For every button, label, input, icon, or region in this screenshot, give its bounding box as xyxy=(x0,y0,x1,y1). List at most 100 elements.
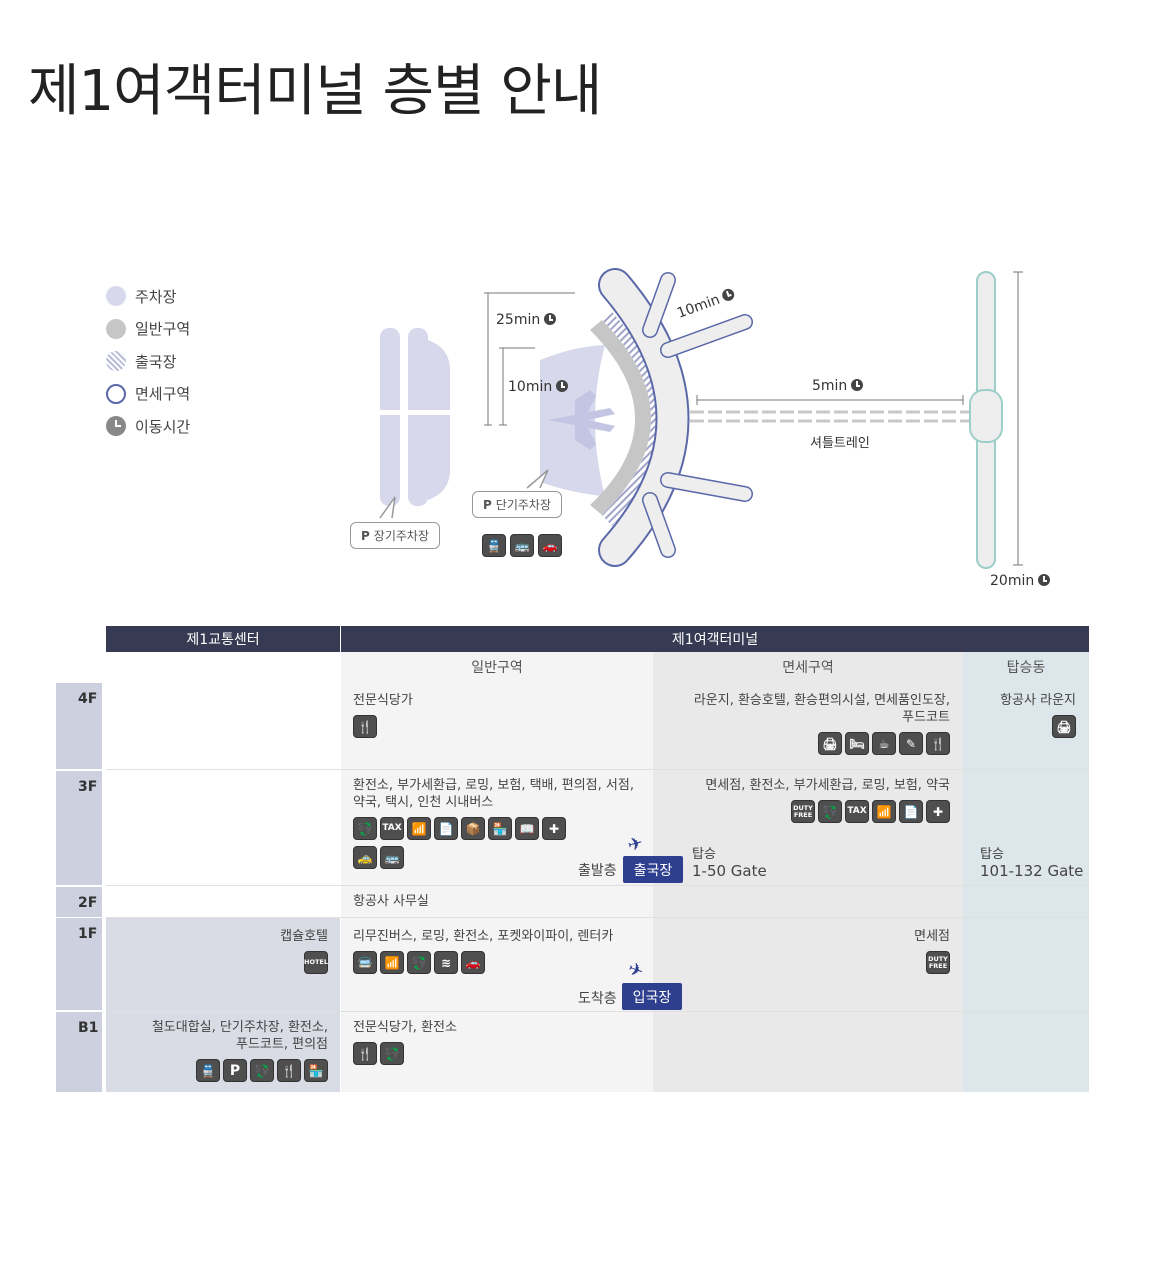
pier-upper xyxy=(642,272,753,358)
store-icon: 🏪 xyxy=(304,1059,328,1082)
time-10min-label: 10min xyxy=(508,379,569,395)
train-icon: 🚆 xyxy=(196,1059,220,1082)
tax-icon: TAX xyxy=(380,817,404,840)
legend-label: 면세구역 xyxy=(135,385,191,404)
legend-label: 주차장 xyxy=(135,287,177,306)
header-transport-center: 제1교통센터 xyxy=(106,626,340,652)
transport-center-shape xyxy=(540,345,615,496)
arrival-floor-label: 도착층 xyxy=(578,991,617,1007)
1f-general-cell: 리무진버스, 로밍, 환전소, 포켓와이파이, 렌터카 🚍 📶 💱 ≋ 🚗 xyxy=(353,928,613,974)
clock-icon xyxy=(1038,574,1051,586)
legend-label: 출국장 xyxy=(135,352,177,371)
3f-dutyfree-text: 면세점, 환전소, 부가세환급, 로밍, 보험, 약국 xyxy=(705,778,950,793)
3f-general-text: 약국, 택시, 인천 시내버스 xyxy=(353,795,494,810)
wifi-icon: ≋ xyxy=(434,951,458,974)
clock-icon xyxy=(851,379,864,391)
row-divider xyxy=(106,917,1089,918)
restaurant-icon: 🍴 xyxy=(353,715,377,738)
general-swatch-icon xyxy=(106,318,126,339)
page-title: 제1여객터미널 층별 안내 xyxy=(28,59,602,124)
floor-3f: 3F xyxy=(56,771,102,885)
legend: 주차장 일반구역 출국장 면세구역 이동시간 xyxy=(106,280,190,443)
restaurant-icon: 🍴 xyxy=(926,732,950,755)
clock-icon xyxy=(544,313,557,325)
b1-general-text: 전문식당가, 환전소 xyxy=(353,1020,457,1035)
legend-item-departure: 출국장 xyxy=(106,345,190,378)
roaming-icon: 📶 xyxy=(872,800,896,823)
gate-1-50: 탑승 1-50 Gate xyxy=(692,847,767,880)
row-divider xyxy=(106,1011,1089,1012)
4f-boarding-text: 항공사 라운지 xyxy=(1000,693,1076,708)
insurance-icon: 📄 xyxy=(899,800,923,823)
subheader-general: 일반구역 xyxy=(471,659,523,676)
legend-item-time: 이동시간 xyxy=(106,410,190,443)
header-terminal: 제1여객터미널 xyxy=(341,626,1089,652)
1f-general-text: 리무진버스, 로밍, 환전소, 포켓와이파이, 렌터카 xyxy=(353,929,614,944)
delivery-icon: ✎ xyxy=(899,732,923,755)
exchange-icon: 💱 xyxy=(250,1059,274,1082)
4f-dutyfree-text: 라운지, 환승호텔, 환승편의시설, 면세품인도장, xyxy=(693,693,950,708)
hotel-bed-icon: 🛏 xyxy=(845,732,869,755)
row-divider xyxy=(106,885,1089,886)
gate-101-132: 탑승 101-132 Gate xyxy=(980,847,1084,880)
arrival-hall-button[interactable]: 입국장 xyxy=(622,983,682,1010)
exchange-icon: 💱 xyxy=(380,1042,404,1065)
b1-transport-text: 푸드코트, 편의점 xyxy=(236,1037,328,1052)
clock-icon xyxy=(106,416,126,437)
dutyfree-column xyxy=(653,652,963,1092)
pharmacy-icon: ✚ xyxy=(926,800,950,823)
legend-label: 일반구역 xyxy=(135,320,191,339)
pier-lower xyxy=(642,472,753,558)
departure-hall-button[interactable]: 출국장 xyxy=(623,856,683,883)
dutyfree-icon: DUTY FREE xyxy=(926,951,950,974)
roaming-icon: 📶 xyxy=(380,951,404,974)
floor-b1: B1 xyxy=(56,1012,102,1092)
limousine-icon: 🚍 xyxy=(353,951,377,974)
insurance-icon: 📄 xyxy=(434,817,458,840)
3f-dutyfree-cell: 면세점, 환전소, 부가세환급, 로밍, 보험, 약국 DUTY FREE 💱 … xyxy=(656,777,950,823)
2f-general-cell: 항공사 사무실 xyxy=(353,894,429,909)
taxi-icon: 🚕 xyxy=(353,846,377,869)
subheader-dutyfree: 면세구역 xyxy=(782,659,834,676)
clock-icon xyxy=(556,380,569,392)
general-area-arc xyxy=(590,320,651,515)
parking-swatch-icon xyxy=(106,286,126,307)
exchange-icon: 💱 xyxy=(818,800,842,823)
b1-transport-text: 철도대합실, 단기주차장, 환전소, xyxy=(151,1020,328,1035)
legend-label: 이동시간 xyxy=(135,417,191,436)
general-column xyxy=(341,652,653,1092)
car-icon: 🚗 xyxy=(538,534,562,557)
1f-dutyfree-text: 면세점 xyxy=(914,929,950,944)
exchange-icon: 💱 xyxy=(353,817,377,840)
bus-icon: 🚌 xyxy=(380,846,404,869)
tax-icon: TAX xyxy=(845,800,869,823)
1f-transport-text: 캡슐호텔 xyxy=(280,929,328,944)
subheader-boarding: 탑승동 xyxy=(1006,659,1046,676)
1f-transport-cell: 캡슐호텔 HOTEL xyxy=(116,928,328,974)
4f-general-cell: 전문식당가 🍴 xyxy=(353,692,413,738)
4f-dutyfree-cell: 라운지, 환승호텔, 환승편의시설, 면세품인도장, 푸드코트 🖨 🛏 ☕ ✎ … xyxy=(656,692,950,755)
legend-item-general: 일반구역 xyxy=(106,313,190,346)
4f-boarding-cell: 항공사 라운지 🖨 xyxy=(968,692,1076,738)
4f-dutyfree-text: 푸드코트 xyxy=(902,710,950,725)
concourse-shape xyxy=(969,271,1003,569)
departure-floor-label: 출발층 xyxy=(578,863,617,879)
cafe-icon: ☕ xyxy=(872,732,896,755)
parcel-icon: 📦 xyxy=(461,817,485,840)
time-20min-label: 20min xyxy=(990,573,1051,589)
parking-icon: P xyxy=(223,1059,247,1082)
restaurant-icon: 🍴 xyxy=(277,1059,301,1082)
row-divider xyxy=(106,769,1089,770)
1f-dutyfree-cell: 면세점 DUTY FREE xyxy=(656,928,950,974)
floor-4f: 4F xyxy=(56,683,102,769)
3f-general-text: 환전소, 부가세환급, 로밍, 보험, 택배, 편의점, 서점, xyxy=(353,778,634,793)
shuttle-train-label: 셔틀트레인 xyxy=(810,436,870,451)
floor-2f: 2F xyxy=(56,887,102,917)
4f-general-text: 전문식당가 xyxy=(353,693,413,708)
pharmacy-icon: ✚ xyxy=(542,817,566,840)
floor-1f: 1F xyxy=(56,918,102,1010)
legend-item-parking: 주차장 xyxy=(106,280,190,313)
